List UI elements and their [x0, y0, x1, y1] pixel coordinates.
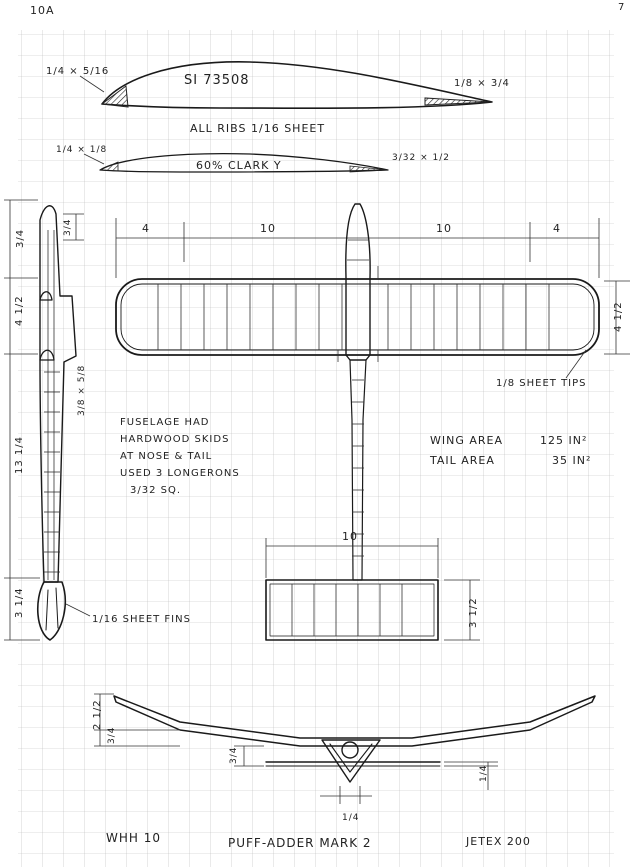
- designer-label: WHH 10: [106, 831, 161, 845]
- front-view-dimensions: [94, 693, 498, 804]
- wing-section-name: SI 73508: [184, 73, 250, 88]
- wing-te-size: 1/8 × 3/4: [454, 78, 510, 89]
- note-line: FUSELAGE HAD: [120, 417, 210, 428]
- dihedral-label: 2 1/2: [92, 699, 103, 730]
- wing-le-size: 1/4 × 5/16: [46, 66, 109, 77]
- center-section-label: 3/4: [107, 727, 117, 744]
- tail-span-dimension: [265, 538, 480, 641]
- wing-area-value: 125 IN²: [540, 434, 587, 447]
- note-line: 3/32 SQ.: [130, 485, 181, 496]
- wing-dim-left-panel: 10: [260, 222, 276, 235]
- pylon-label: 3/4: [229, 747, 239, 764]
- note-line: HARDWOOD SKIDS: [120, 434, 229, 445]
- fins-note: 1/16 SHEET FINS: [92, 614, 191, 625]
- tailplane-plan: [265, 579, 439, 641]
- wing-dim-left-tip: 4: [142, 222, 150, 235]
- tail-airfoil: [99, 152, 389, 173]
- tail-section-name: 60% CLARK Y: [196, 159, 282, 172]
- wing-dim-right-tip: 4: [553, 222, 561, 235]
- ribs-note: ALL RIBS 1/16 SHEET: [190, 122, 325, 135]
- fuselage-side-dimension: [4, 199, 84, 641]
- corner-mark: 7: [618, 2, 625, 13]
- wing-dim-right-panel: 10: [436, 222, 452, 235]
- wing-mount-label: 4 1/2: [14, 295, 25, 326]
- tail-le-size: 1/4 × 1/8: [56, 145, 107, 155]
- tail-area-value: 35 IN²: [552, 454, 591, 467]
- tail-chord-label: 3 1/2: [468, 597, 479, 628]
- tail-area-label: TAIL AREA: [429, 454, 495, 467]
- wing-area-label: WING AREA: [430, 434, 503, 447]
- wing-chord-dimension: [604, 280, 630, 355]
- tail-boom-label: 13 1/4: [14, 436, 25, 474]
- wing-plan: [115, 278, 600, 356]
- note-line: USED 3 LONGERONS: [120, 468, 240, 479]
- note-line: AT NOSE & TAIL: [120, 451, 212, 462]
- fuselage-side-view: [36, 205, 77, 641]
- pylon-width-label: 1/4: [342, 813, 359, 823]
- stab-label: 1/4: [479, 765, 489, 782]
- engine-label: JETEX 200: [465, 835, 531, 848]
- wing-chord-label: 4 1/2: [613, 301, 624, 332]
- tail-span-label: 10: [342, 530, 358, 543]
- nose-dim-label: 3/4: [15, 229, 26, 248]
- tips-note: 1/8 SHEET TIPS: [496, 378, 587, 389]
- page-number: 10A: [30, 4, 55, 17]
- wing-span-dimension: [115, 218, 600, 278]
- wing-airfoil: [100, 61, 493, 110]
- fin-height-label: 3 1/4: [14, 587, 25, 618]
- fuselage-notes: FUSELAGE HAD HARDWOOD SKIDS AT NOSE & TA…: [120, 417, 240, 496]
- tail-te-size: 3/32 × 1/2: [392, 153, 450, 163]
- nose-inner-label: 3/4: [63, 219, 73, 236]
- model-name: PUFF-ADDER MARK 2: [228, 836, 372, 850]
- crutch-label: 3/8 × 5/8: [77, 365, 87, 416]
